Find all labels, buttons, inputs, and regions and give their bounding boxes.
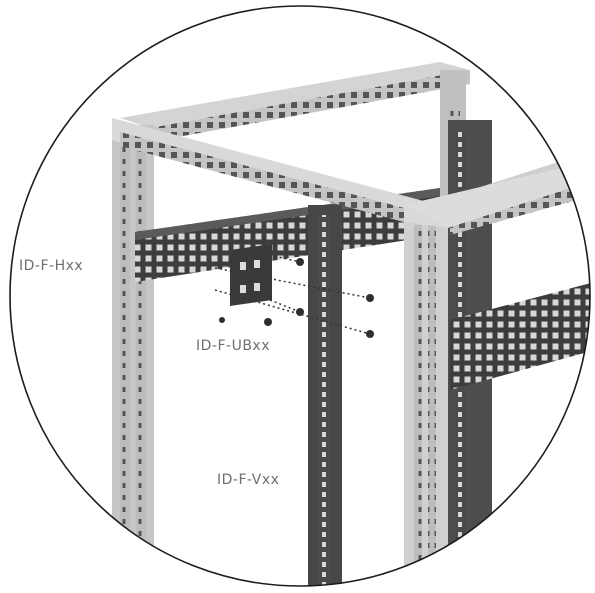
label-vertical-post: ID-F-Vxx bbox=[217, 472, 280, 488]
top-rear-beam-slots bbox=[150, 70, 470, 142]
fasteners bbox=[214, 254, 371, 335]
right-horizontal-beam bbox=[450, 282, 590, 390]
screws bbox=[219, 258, 374, 338]
front-right-post bbox=[404, 205, 448, 586]
magnifier-circle bbox=[9, 5, 591, 587]
label-u-bracket: ID-F-UBxx bbox=[196, 338, 270, 354]
front-left-post bbox=[112, 125, 154, 586]
frame-group bbox=[112, 62, 590, 586]
top-rear-beam bbox=[120, 62, 470, 128]
horizontal-beam bbox=[135, 188, 440, 282]
label-horizontal-beam: ID-F-Hxx bbox=[19, 258, 84, 274]
